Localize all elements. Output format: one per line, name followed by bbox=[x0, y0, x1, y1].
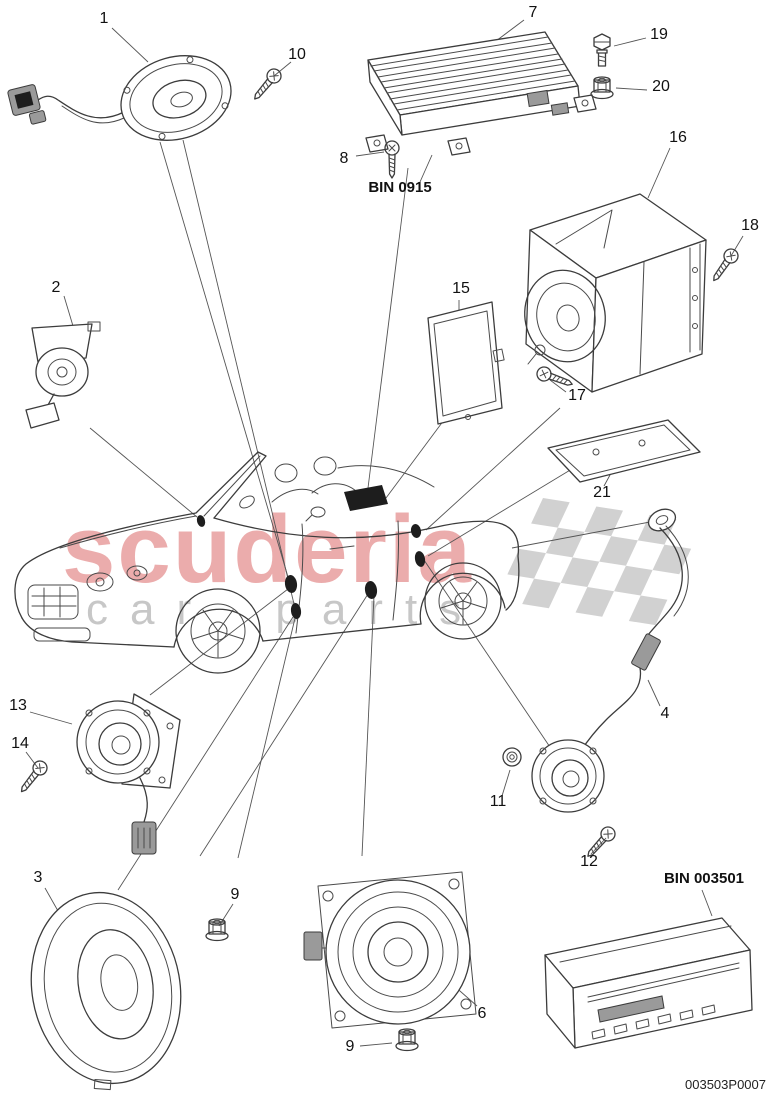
callout-12: 12 bbox=[580, 853, 598, 870]
marker-rear-speaker-upper bbox=[410, 524, 422, 538]
marker-rear-speaker-lower bbox=[414, 551, 426, 567]
part-6-round-speaker bbox=[303, 871, 477, 1029]
watermark: scuderia car parts bbox=[62, 496, 692, 634]
callout-9-right: 9 bbox=[346, 1038, 355, 1055]
callout-14: 14 bbox=[11, 735, 29, 752]
part-13-speaker-bracket bbox=[76, 693, 181, 855]
callout-8: 8 bbox=[340, 150, 349, 167]
callout-9-left: 9 bbox=[231, 886, 240, 903]
callout-1: 1 bbox=[100, 10, 109, 27]
leader-lines bbox=[25, 19, 744, 1047]
part-18-screw bbox=[707, 245, 742, 286]
callout-4: 4 bbox=[661, 705, 670, 722]
text-labels: BIN 0915 BIN 003501 003503P0007 bbox=[368, 179, 766, 1092]
callout-21: 21 bbox=[593, 484, 611, 501]
callout-13: 13 bbox=[9, 697, 27, 714]
marker-door-woofer bbox=[364, 581, 378, 599]
watermark-brand-text: scuderia bbox=[62, 496, 473, 603]
callout-6: 6 bbox=[478, 1005, 487, 1022]
callout-17: 17 bbox=[568, 387, 586, 404]
callout-3: 3 bbox=[34, 869, 43, 886]
part-20-nut bbox=[590, 76, 614, 100]
callout-20: 20 bbox=[652, 78, 670, 95]
callout-7: 7 bbox=[529, 4, 538, 21]
part-21-mounting-plate bbox=[547, 419, 701, 483]
callout-2: 2 bbox=[52, 279, 61, 296]
marker-door-speaker-upper bbox=[284, 575, 298, 593]
bin-amplifier-label: BIN 0915 bbox=[368, 179, 431, 196]
part-19-bolt bbox=[593, 33, 611, 67]
part-9-nut-right bbox=[395, 1028, 419, 1052]
callout-10: 10 bbox=[288, 46, 306, 63]
part-3-oval-speaker bbox=[30, 891, 182, 1091]
part-15-bracket-panel bbox=[427, 301, 505, 425]
callout-19: 19 bbox=[650, 26, 668, 43]
part-7-amplifier bbox=[365, 31, 597, 156]
part-9-nut-left bbox=[205, 918, 229, 942]
marker-door-speaker-lower bbox=[290, 603, 302, 619]
part-11-nut bbox=[502, 747, 522, 767]
part-head-unit bbox=[544, 917, 753, 1049]
part-1-speaker bbox=[7, 55, 232, 141]
callout-15: 15 bbox=[452, 280, 470, 297]
bin-head-unit-label: BIN 003501 bbox=[664, 870, 744, 887]
callouts: 1 2 3 4 6 7 8 9 9 10 11 12 13 14 15 16 1… bbox=[9, 4, 759, 1055]
part-14-screw bbox=[15, 757, 51, 797]
callout-11: 11 bbox=[490, 793, 507, 810]
part-4-cable-speaker bbox=[531, 508, 689, 813]
car-illustration bbox=[14, 451, 520, 674]
checkered-flag-watermark bbox=[507, 498, 692, 626]
drawing-number: 003503P0007 bbox=[685, 1077, 766, 1092]
part-16-subwoofer bbox=[524, 193, 707, 393]
callout-18: 18 bbox=[741, 217, 759, 234]
marker-dash-speaker bbox=[196, 515, 206, 527]
callout-16: 16 bbox=[669, 129, 687, 146]
part-2-tweeter bbox=[25, 321, 101, 429]
watermark-tagline-text: car parts bbox=[86, 585, 483, 634]
marker-amplifier-location bbox=[344, 485, 388, 511]
